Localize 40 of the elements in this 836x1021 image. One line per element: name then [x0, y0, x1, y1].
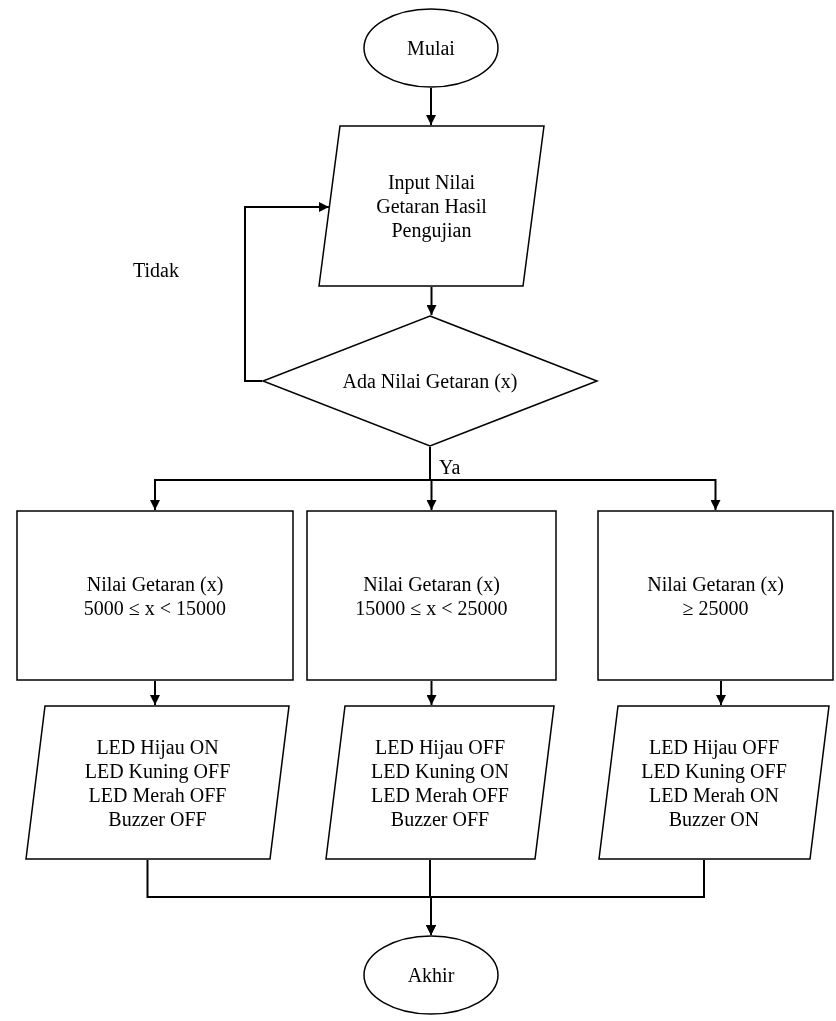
node-text: LED Kuning OFF — [84, 759, 231, 783]
arrow — [244, 202, 330, 382]
node-text: LED Hijau OFF — [649, 734, 779, 759]
node-text: LED Kuning OFF — [641, 759, 787, 783]
node-text: Mulai — [407, 36, 455, 60]
arrow — [429, 446, 721, 511]
input-parallelogram — [318, 125, 545, 287]
node-text: Input Nilai Getaran Hasil Pengujian — [375, 170, 488, 242]
node-text: 15000 ≤ x < 25000 — [355, 596, 508, 620]
output-parallelogram — [598, 705, 830, 860]
process-box — [16, 510, 294, 681]
end-terminal — [363, 935, 499, 1015]
arrow — [426, 286, 437, 316]
node-text: LED Merah ON — [649, 783, 779, 807]
arrow — [150, 680, 160, 706]
arrow — [426, 87, 436, 126]
node-text: ≥ 25000 — [682, 595, 749, 620]
decision-diamond — [262, 315, 598, 447]
node-text: Nilai Getaran (x) — [86, 571, 224, 596]
output-parallelogram — [325, 705, 555, 860]
node-text: LED Kuning ON — [371, 759, 509, 783]
node-text: Ada Nilai Getaran (x) — [342, 369, 518, 393]
node-text: Buzzer OFF — [390, 806, 490, 831]
node-text: LED Hijau OFF — [375, 734, 505, 759]
arrow — [716, 680, 726, 706]
node-text: Nilai Getaran (x) — [647, 571, 784, 596]
node-text: Buzzer ON — [668, 806, 760, 831]
node-text: Buzzer OFF — [108, 806, 207, 831]
node-text: LED Hijau ON — [96, 734, 219, 759]
start-terminal — [363, 8, 499, 88]
process-box — [306, 510, 557, 681]
node-text: 5000 ≤ x < 15000 — [83, 596, 227, 620]
process-box — [597, 510, 834, 681]
output-parallelogram — [25, 705, 290, 860]
node-text: LED Merah OFF — [88, 783, 227, 807]
arrow — [426, 680, 437, 706]
node-text: Akhir — [407, 963, 455, 987]
node-text: LED Merah OFF — [371, 783, 509, 807]
node-text: Nilai Getaran (x) — [363, 571, 500, 596]
arrow — [426, 859, 705, 936]
